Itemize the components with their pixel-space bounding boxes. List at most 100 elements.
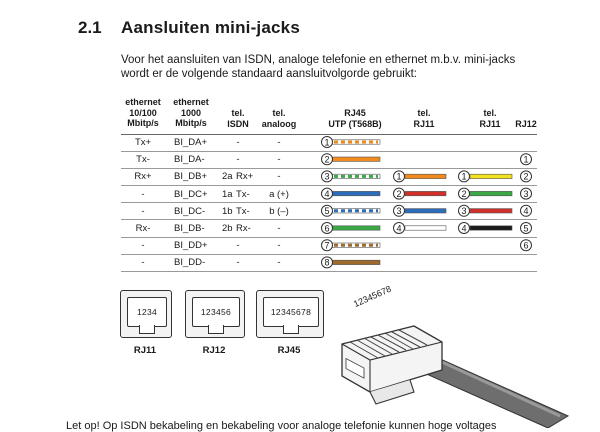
cell-eth10: - — [141, 240, 145, 252]
rj11a-pin: 4 — [393, 222, 405, 234]
rj45-pin: 2 — [321, 153, 333, 166]
section-number: 2.1 — [78, 18, 102, 37]
cell-eth1000: BI_DC- — [174, 205, 206, 217]
row-divider — [121, 185, 537, 186]
rj12-pin-number: 6 — [523, 241, 528, 251]
rj12-pin: 6 — [520, 239, 532, 252]
rj11b-pin-number: 2 — [461, 189, 466, 199]
row-divider — [121, 150, 537, 152]
cell-analog: - — [277, 223, 281, 234]
cell-eth10: Tx- — [136, 154, 150, 166]
row-divider — [121, 236, 537, 238]
header-rj12: RJ12 — [515, 119, 537, 130]
row-divider — [121, 202, 537, 204]
rj12-pin: 3 — [520, 187, 532, 200]
rj11b-wire — [469, 225, 513, 231]
jack-rj45: 12345678 — [256, 290, 324, 338]
header-analog-line: analoog — [261, 118, 297, 129]
rj45-pin: 5 — [321, 204, 333, 217]
rj11a-pin: 3 — [393, 204, 405, 217]
rj45-pin: 4 — [321, 187, 333, 200]
rj11b-pin: 2 — [458, 187, 470, 200]
rj11b-pin-number: 4 — [461, 223, 466, 233]
cell-eth10: - — [141, 257, 145, 269]
row-divider — [121, 253, 537, 255]
cell-analog: b (–) — [269, 205, 289, 217]
cell-eth1000: BI_DB- — [174, 223, 205, 234]
rj12-pin-number: 1 — [523, 155, 528, 165]
cell-eth10: - — [141, 205, 145, 217]
header-isdn: tel.ISDN — [227, 108, 249, 129]
jack-socket: 1234 — [127, 297, 167, 327]
header-eth10-line: ethernet — [125, 97, 161, 107]
cell-isdn_sig: Tx- — [236, 188, 250, 200]
cell-eth1000: BI_DD+ — [174, 240, 208, 252]
rj45-pin-number: 6 — [324, 223, 329, 233]
cell-analog: - — [277, 137, 281, 148]
row-divider — [121, 271, 537, 272]
rj12-pin: 2 — [520, 170, 532, 183]
rj12-pin: 4 — [520, 204, 532, 217]
header-isdn-line: tel. — [231, 108, 245, 118]
rj12-pin: 1 — [520, 153, 532, 166]
rj45-pin: 7 — [321, 239, 333, 252]
jack-socket: 12345678 — [263, 297, 319, 327]
cell-isdn_sig: Tx- — [236, 205, 250, 217]
cell-eth1000: BI_DC+ — [174, 188, 208, 200]
header-analog: tel.analoog — [262, 108, 297, 129]
rj12-pin-number: 5 — [523, 223, 528, 233]
rj45-wire — [331, 208, 381, 214]
jack-notch — [283, 325, 299, 334]
cell-eth10: Tx+ — [134, 137, 152, 148]
rj12-pin-number: 2 — [523, 172, 528, 182]
header-rj11b-line: RJ11 — [479, 118, 501, 129]
intro-line-1: Voor het aansluiten van ISDN, analoge te… — [121, 54, 516, 66]
rj45-wire — [331, 139, 381, 145]
jack-rj12: 123456 — [185, 290, 245, 338]
header-rj11a-line: tel. — [417, 108, 431, 118]
rj45-pin: 6 — [321, 222, 333, 234]
jack-label: RJ12 — [202, 345, 226, 356]
rj45-wire — [331, 259, 381, 265]
rj45-pin-number: 4 — [324, 189, 329, 199]
cell-eth1000: BI_DD- — [174, 257, 206, 269]
rj11a-wire — [404, 225, 447, 231]
rj12-pin: 5 — [520, 222, 532, 234]
rj11a-wire — [404, 208, 447, 214]
rj12-pin-number: 4 — [523, 206, 528, 216]
cell-isdn_pin: 1b — [222, 205, 233, 217]
cell-eth1000: BI_DB+ — [174, 171, 208, 183]
jack-label: RJ11 — [133, 345, 157, 356]
rj11a-pin-number: 4 — [396, 223, 401, 233]
rj45-pin-number: 3 — [324, 172, 329, 182]
rj45-wire — [331, 173, 381, 179]
rj45-pin: 1 — [321, 136, 333, 148]
header-analog-line: tel. — [272, 108, 286, 118]
rj11a-pin-number: 3 — [396, 206, 401, 216]
cell-analog: - — [277, 257, 281, 269]
rj11b-pin-number: 1 — [461, 172, 466, 182]
rj11b-wire — [469, 173, 513, 179]
warning-text: Let op! Op ISDN bekabeling en bekabeling… — [66, 420, 497, 432]
cell-isdn_pin: 2b — [222, 223, 233, 234]
jack-socket: 123456 — [192, 297, 240, 327]
rj45-wire — [331, 242, 381, 248]
rj11a-pin-number: 2 — [396, 189, 401, 199]
intro-line-2: wordt er de volgende standaard aansluitv… — [121, 68, 417, 80]
rj12-pin-number: 3 — [523, 189, 528, 199]
cell-isdn_sig: Rx+ — [236, 171, 254, 183]
rj45-pin: 3 — [321, 170, 333, 183]
row-divider — [121, 167, 537, 169]
rj45-pin-number: 7 — [324, 241, 329, 251]
header-rj11a-line: RJ11 — [413, 118, 435, 129]
cell-isdn_sig: Rx- — [236, 223, 251, 234]
jack-pin-numbers: 12345678 — [270, 307, 312, 317]
rj11a-wire — [404, 173, 447, 179]
header-rj11b: tel.RJ11 — [479, 108, 500, 129]
rj11b-pin: 4 — [458, 222, 470, 234]
rj45-wire — [331, 191, 381, 197]
rj45-pin-number: 8 — [324, 258, 329, 268]
header-rj11b-line: tel. — [483, 108, 497, 118]
